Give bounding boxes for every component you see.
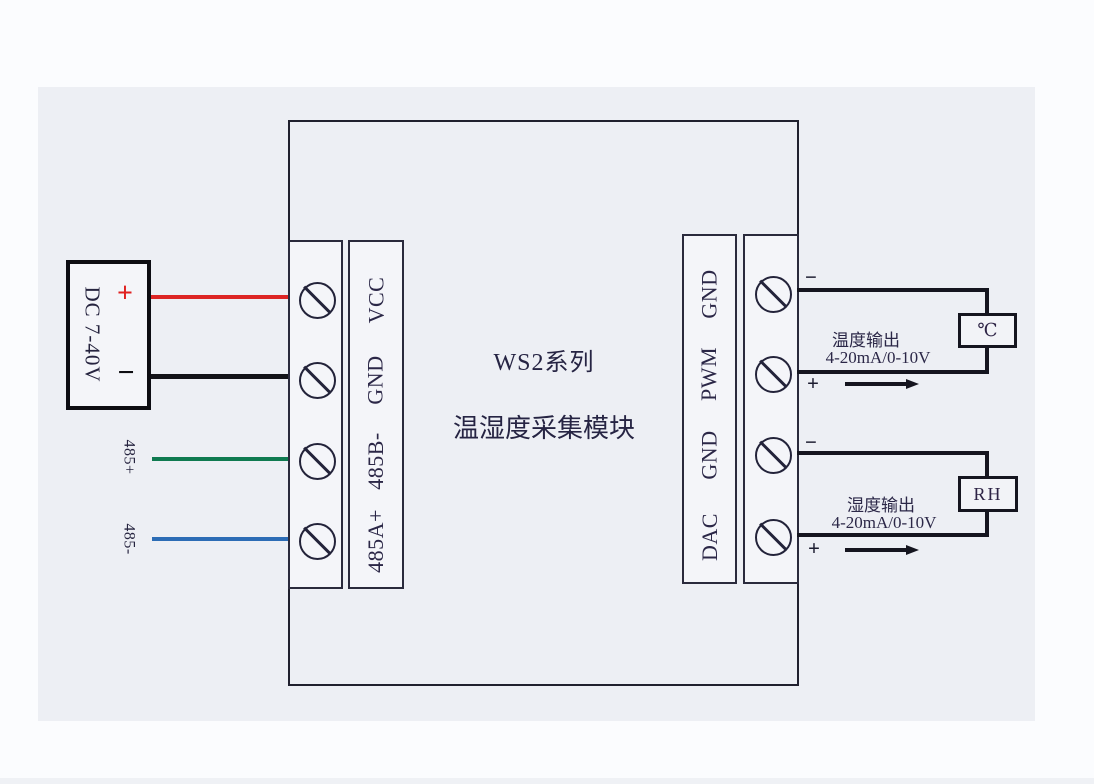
rs485-a-label-wrap: 485+ (117, 426, 141, 488)
terminal-label-row: 485A+ (350, 509, 402, 573)
rs485-b-wire (152, 537, 292, 541)
terminal-label-row: GND (684, 269, 735, 318)
terminal-label: 485A+ (363, 509, 389, 573)
humidity-sensor-label: RH (973, 483, 1003, 504)
left-terminal-label-block: VCC GND 485B- 485A+ (348, 240, 404, 589)
screw-terminal-icon (754, 355, 792, 393)
module-title-line2: 温湿度采集模块 (452, 414, 635, 443)
gnd-wire (151, 374, 292, 379)
arrow-shaft (845, 548, 906, 552)
screw-terminal-icon (754, 518, 792, 556)
right-terminal-label-block: GND PWM GND DAC (682, 234, 737, 584)
humidity-output-minus-wire (797, 451, 989, 455)
rs485-b-label: 485- (121, 523, 139, 555)
humidity-minus-mark: − (805, 429, 817, 454)
screw-terminal-icon (299, 281, 336, 319)
screw-terminal-icon (299, 522, 336, 560)
terminal-label-row: GND (684, 430, 735, 479)
screw-terminal-icon (299, 361, 336, 399)
humidity-output-plus-wire (797, 533, 989, 537)
temp-output-caption: 温度输出 (832, 331, 900, 350)
temp-output-minus-wire (797, 288, 989, 292)
terminal-label: GND (362, 355, 388, 405)
temp-signal-direction-arrow-icon (845, 378, 919, 390)
screw-terminal-icon (754, 275, 792, 313)
humidity-signal-direction-arrow-icon (845, 544, 919, 556)
dc-power-label-wrap: DC 7-40V (70, 264, 114, 405)
terminal-label: DAC (696, 513, 722, 561)
rs485-b-label-wrap: 485- (117, 508, 141, 570)
vcc-wire (151, 295, 292, 299)
temp-output-range: 4-20mA/0-10V (825, 348, 931, 367)
terminal-label: VCC (363, 276, 388, 324)
temp-plus-mark: + (807, 370, 819, 395)
arrow-shaft (845, 382, 906, 386)
dc-minus-mark: − (117, 356, 135, 389)
right-screw-terminal-block (743, 234, 799, 584)
left-screw-terminal-block (288, 240, 343, 589)
humidity-sensor-box: RH (958, 476, 1018, 512)
dc-power-label: DC 7-40V (80, 286, 105, 383)
temp-minus-mark: − (805, 264, 817, 289)
screw-terminal-icon (299, 442, 336, 480)
terminal-label: PWM (696, 346, 722, 402)
humidity-plus-mark: + (808, 535, 820, 560)
screw-terminal-icon (754, 436, 792, 474)
terminal-label-row: VCC (350, 277, 402, 324)
terminal-label-row: DAC (684, 513, 735, 561)
temp-output-plus-wire (797, 370, 989, 374)
bottom-edge-strip (0, 778, 1094, 784)
temp-sensor-box: ℃ (958, 313, 1017, 348)
terminal-label-row: 485B- (350, 432, 402, 490)
terminal-label-row: PWM (684, 347, 735, 401)
dc-power-supply-box: DC 7-40V + − (66, 260, 151, 410)
terminal-label: GND (696, 430, 722, 480)
humidity-output-range: 4-20mA/0-10V (831, 513, 937, 532)
rs485-a-wire (152, 457, 292, 461)
temp-sensor-label: ℃ (977, 320, 998, 340)
arrow-head (906, 379, 919, 389)
rs485-a-label: 485+ (121, 439, 138, 475)
humidity-output-caption: 湿度输出 (847, 496, 915, 515)
terminal-label: 485B- (363, 432, 388, 490)
arrow-head (906, 545, 919, 555)
module-title-line1: WS2系列 (493, 350, 595, 376)
diagram-panel (38, 87, 1035, 721)
dc-plus-mark: + (117, 278, 133, 309)
terminal-label-row: GND (350, 355, 402, 404)
terminal-label: GND (696, 269, 722, 319)
